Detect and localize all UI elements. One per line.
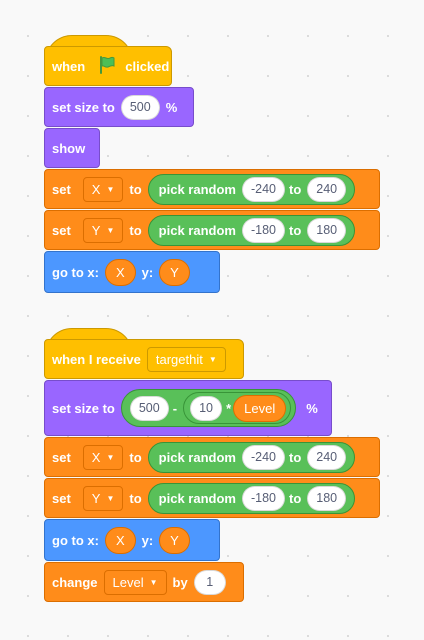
set-x-variable-block[interactable]: set X▼ to pick random -240 to 240 [44, 169, 380, 209]
chevron-down-icon: ▼ [149, 577, 158, 587]
random-to-label: to [289, 222, 302, 238]
go-to-x-label: go to x: [52, 264, 99, 280]
level-variable-reporter[interactable]: Level [233, 394, 287, 422]
random-from-input[interactable]: -180 [241, 217, 285, 243]
message-name: targethit [155, 351, 203, 367]
show-block[interactable]: show [44, 128, 100, 168]
when-flag-clicked-block[interactable]: when clicked [44, 35, 172, 86]
random-to-input[interactable]: 180 [307, 485, 347, 511]
random-from-input[interactable]: -240 [241, 444, 285, 470]
when-label: when [52, 58, 86, 74]
size-input[interactable]: 500 [120, 94, 160, 120]
chevron-down-icon: ▼ [106, 493, 115, 503]
set-size-block[interactable]: set size to 500 - 10 * Level % [44, 380, 332, 436]
go-to-xy-block[interactable]: go to x: X y: Y [44, 519, 220, 561]
times-label: * [226, 400, 232, 416]
to-label: to [129, 181, 142, 197]
random-to-label: to [289, 490, 302, 506]
when-i-receive-label: when I receive [52, 351, 141, 367]
set-size-label: set size to [52, 99, 115, 115]
variable-dropdown-y[interactable]: Y▼ [82, 485, 124, 511]
pick-random-block[interactable]: pick random -180 to 180 [147, 214, 356, 246]
pick-random-label: pick random [158, 449, 236, 465]
variable-name: X [91, 449, 101, 465]
minus-label: - [172, 400, 178, 416]
random-to-label: to [289, 449, 302, 465]
pick-random-block[interactable]: pick random -240 to 240 [147, 441, 356, 473]
pick-random-label: pick random [158, 490, 236, 506]
x-variable-reporter[interactable]: X [104, 258, 136, 286]
random-to-input[interactable]: 240 [307, 444, 347, 470]
to-label: to [129, 490, 142, 506]
factor-input[interactable]: 10 [190, 395, 223, 421]
variable-name: Y [91, 222, 101, 238]
y-variable-reporter[interactable]: Y [159, 258, 190, 286]
change-variable-block[interactable]: change Level ▼ by 1 [44, 562, 244, 602]
show-label: show [52, 140, 86, 156]
set-label: set [52, 490, 71, 506]
pick-random-block[interactable]: pick random -180 to 180 [147, 482, 356, 514]
random-to-label: to [289, 181, 302, 197]
y-variable-reporter[interactable]: Y [159, 526, 190, 554]
set-label: set [52, 222, 71, 238]
variable-name: Level [112, 574, 144, 590]
set-y-variable-block[interactable]: set Y▼ to pick random -180 to 180 [44, 210, 380, 250]
random-from-input[interactable]: -240 [241, 176, 285, 202]
chevron-down-icon: ▼ [208, 354, 217, 364]
pick-random-label: pick random [158, 181, 236, 197]
chevron-down-icon: ▼ [106, 225, 115, 235]
random-to-input[interactable]: 240 [307, 176, 347, 202]
variable-dropdown-y[interactable]: Y▼ [82, 217, 124, 243]
set-label: set [52, 449, 71, 465]
set-size-label: set size to [52, 400, 115, 416]
to-label: to [129, 222, 142, 238]
variable-dropdown-x[interactable]: X▼ [82, 176, 124, 202]
when-i-receive-block[interactable]: when I receive targethit ▼ [44, 328, 244, 379]
base-size-input[interactable]: 500 [129, 395, 169, 421]
set-x-variable-block[interactable]: set X▼ to pick random -240 to 240 [44, 437, 380, 477]
change-label: change [52, 574, 98, 590]
chevron-down-icon: ▼ [106, 452, 115, 462]
go-to-x-label: go to x: [52, 532, 99, 548]
variable-name: X [91, 181, 101, 197]
x-variable-reporter[interactable]: X [104, 526, 136, 554]
variable-name: Y [91, 490, 101, 506]
percent-label: % [165, 99, 178, 115]
clicked-label: clicked [125, 58, 170, 74]
pick-random-label: pick random [158, 222, 236, 238]
pick-random-block[interactable]: pick random -240 to 240 [147, 173, 356, 205]
by-label: by [172, 574, 188, 590]
green-flag-icon [97, 55, 117, 78]
to-label: to [129, 449, 142, 465]
y-label: y: [141, 264, 154, 280]
go-to-xy-block[interactable]: go to x: X y: Y [44, 251, 220, 293]
variable-dropdown-x[interactable]: X▼ [82, 444, 124, 470]
percent-label: % [306, 400, 318, 416]
variable-dropdown-level[interactable]: Level ▼ [103, 569, 167, 595]
subtract-operator-block[interactable]: 500 - 10 * Level [120, 389, 297, 427]
multiply-operator-block[interactable]: 10 * Level [183, 392, 292, 424]
set-y-variable-block[interactable]: set Y▼ to pick random -180 to 180 [44, 478, 380, 518]
set-label: set [52, 181, 71, 197]
set-size-block[interactable]: set size to 500 % [44, 87, 194, 127]
y-label: y: [141, 532, 154, 548]
random-from-input[interactable]: -180 [241, 485, 285, 511]
message-dropdown[interactable]: targethit ▼ [146, 346, 226, 372]
chevron-down-icon: ▼ [106, 184, 115, 194]
change-amount-input[interactable]: 1 [193, 569, 226, 595]
random-to-input[interactable]: 180 [307, 217, 347, 243]
